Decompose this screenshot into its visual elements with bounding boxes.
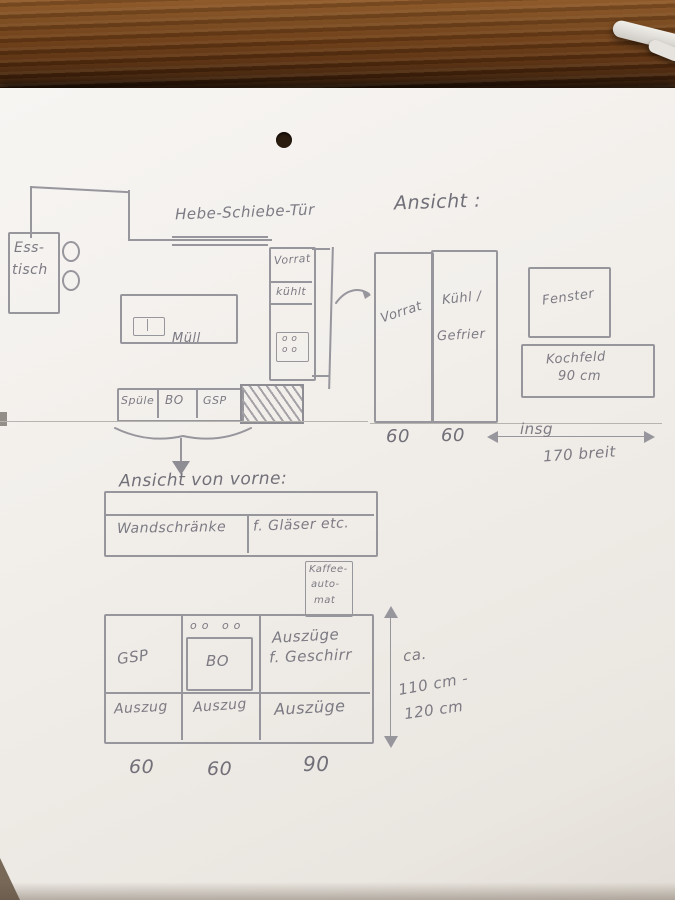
paper-sheet [0, 88, 675, 900]
counter-cell-dishwasher: GSP [203, 394, 227, 407]
counter-cell-oven: BO [165, 393, 184, 407]
cooktop-label-2: 90 cm [558, 369, 601, 384]
tall-unit-divider-2 [269, 303, 312, 305]
total-width-arrow-right-head [644, 431, 655, 443]
elevation-dim-60-2: 60 [441, 425, 465, 446]
total-width-arrow-line [494, 436, 646, 437]
pantry-label-plan: Vorrat [273, 251, 312, 268]
plan-wall-step [128, 190, 130, 240]
coffee-label-3: mat [314, 595, 336, 606]
lower-dim-90: 90 [303, 752, 330, 776]
cooktop-label-1: Kochfeld [545, 349, 607, 368]
plan-wall-left [30, 186, 32, 238]
coffee-label-2: auto- [311, 579, 340, 590]
arrow-down-head [172, 461, 190, 475]
wall-cabinet-label: Wandschränke [116, 519, 227, 537]
counter-divider-1 [157, 388, 159, 418]
upper-cabinet-divider-h [104, 514, 374, 516]
dining-table-label-2: tisch [12, 262, 48, 278]
counter-divider-2 [196, 388, 198, 418]
elevation-dim-60-1: 60 [386, 426, 410, 447]
lower-col-divider-2 [259, 614, 261, 740]
coffee-label-1: Kaffee- [309, 564, 348, 575]
drawers-dishes-label-2: f. Geschirr [268, 645, 353, 667]
cooktop-dots-2: o o [282, 345, 298, 355]
drawer-label-3: Auszüge [273, 696, 346, 719]
counter-cell-sink: Spüle [121, 394, 155, 407]
punched-hole [276, 132, 292, 148]
height-ca-label: ca. [402, 644, 428, 666]
view-direction-arrow [335, 289, 371, 304]
pencil-smudge [0, 412, 7, 426]
cooktop-box-plan [276, 332, 309, 362]
baseline-right [370, 423, 662, 424]
height-arrow-line [390, 614, 391, 738]
oven-label: BO [206, 652, 230, 670]
tall-unit-box [269, 247, 316, 381]
coffee-machine-box [305, 561, 353, 617]
chair-circle-2 [62, 270, 80, 291]
baseline-left [0, 421, 368, 422]
fridge-tall-box [431, 250, 498, 423]
island-sink-divider [147, 319, 148, 331]
glasses-cabinet-label: f. Gläser etc. [252, 515, 350, 535]
lower-dim-60-1: 60 [129, 756, 155, 778]
cooktop-dots-1: o o [282, 334, 298, 344]
trash-label: Müll [172, 331, 201, 346]
lower-dim-60-2: 60 [207, 758, 233, 780]
cooktop-box-elevation [521, 344, 655, 398]
plan-wall-top2 [128, 239, 272, 241]
oven-box [186, 637, 253, 691]
sliding-door-symbol [172, 236, 268, 246]
chair-circle-1 [62, 241, 80, 262]
elevation-title: Ansicht : [393, 189, 482, 215]
upper-cabinet-divider-v [247, 514, 249, 553]
dining-table-label-1: Ess- [14, 240, 45, 256]
wood-grain [0, 0, 675, 96]
fridge-label-plan: kühlt [276, 285, 307, 298]
lower-row-divider [104, 692, 370, 694]
paper-bottom-shadow [0, 882, 675, 900]
height-arrow-down-head [384, 736, 398, 748]
pantry-tall-box [374, 252, 434, 423]
lower-col-divider-1 [181, 614, 183, 740]
island-sink-box [133, 317, 165, 336]
lower-cabinet-box [104, 614, 374, 744]
drawers-dishes-label-1: Auszüge [271, 625, 340, 647]
plan-wall-connector-top [312, 248, 330, 250]
wooden-desk [0, 0, 675, 96]
height-arrow-up-head [384, 606, 398, 618]
arrow-down-stem [180, 438, 182, 462]
island-box [120, 294, 238, 344]
brace-under-counter [114, 427, 252, 440]
plan-wall-connector-bottom [312, 375, 330, 377]
oven-knobs: oo oo [190, 619, 246, 632]
total-width-arrow-left-head [487, 431, 498, 443]
tall-unit-divider-1 [269, 281, 312, 283]
drawer-label-1: Auszug [113, 698, 169, 718]
upper-cabinet-box [104, 491, 378, 557]
window-box [528, 267, 611, 338]
total-width-label: insg [520, 420, 554, 438]
dining-table-box [8, 232, 60, 314]
hatched-area [240, 384, 304, 424]
fridge-label-2: Gefrier [436, 326, 486, 345]
front-view-title: Ansicht von vorne: [118, 468, 288, 492]
